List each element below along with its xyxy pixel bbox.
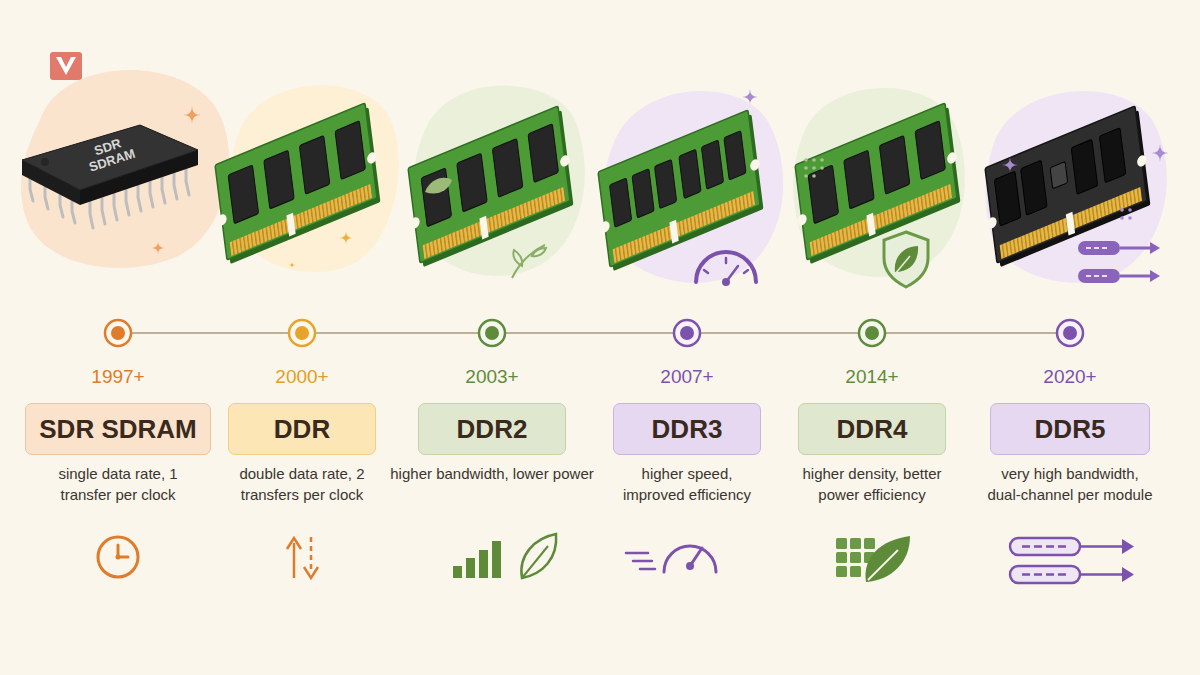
description-text: higher speed, improved efficiency [585,463,790,505]
year-label: 2014+ [812,366,932,388]
generation-name: DDR4 [837,414,908,445]
generation-name: DDR [274,414,330,445]
timeline [105,320,1083,346]
background-blobs [21,70,1167,283]
logo [50,52,82,80]
description-text: higher bandwidth, lower power [390,463,595,484]
decorations [152,89,1169,287]
generation-name: DDR2 [457,414,528,445]
generation-box: SDR SDRAM [25,403,211,455]
generation-box: DDR5 [990,403,1150,455]
generation-name: DDR5 [1035,414,1106,445]
year-label: 2000+ [242,366,362,388]
description-text: very high bandwidth, dual-channel per mo… [968,463,1173,505]
generation-name: DDR3 [652,414,723,445]
sdr-chip [22,125,198,228]
year-label: 2007+ [627,366,747,388]
description-text: single data rate, 1 transfer per clock [16,463,221,505]
generation-box: DDR2 [418,403,566,455]
year-label: 2020+ [1010,366,1130,388]
year-label: 1997+ [58,366,178,388]
generation-name: SDR SDRAM [39,414,196,445]
generation-box: DDR [228,403,376,455]
ram-sticks [210,101,1152,274]
year-label: 2003+ [432,366,552,388]
generation-box: DDR4 [798,403,946,455]
description-text: higher density, better power efficiency [770,463,975,505]
description-text: double data rate, 2 transfers per clock [200,463,405,505]
feature-icons [98,534,1134,583]
generation-box: DDR3 [613,403,761,455]
